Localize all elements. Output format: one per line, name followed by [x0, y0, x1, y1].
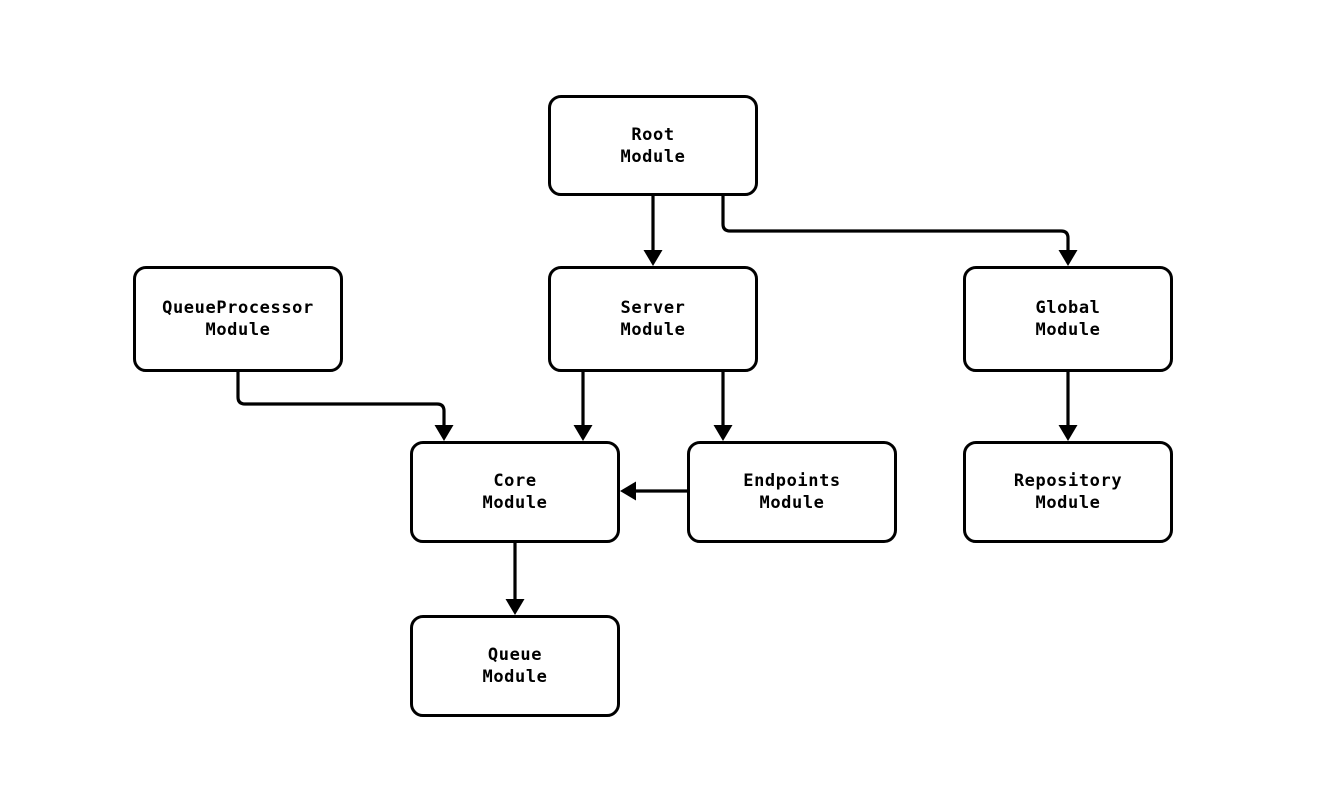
- queue-module-node-label-line2: Module: [482, 667, 548, 687]
- edge-endpoints-to-core-arrowhead: [620, 481, 636, 501]
- edge-server-to-core-arrowhead: [573, 425, 593, 441]
- edge-core-to-queue-arrowhead: [505, 599, 525, 615]
- core-module-node-label-line2: Module: [482, 493, 548, 513]
- root-module-node-label-line2: Module: [620, 146, 686, 167]
- edge-queueprocessor-to-core-arrowhead: [434, 425, 454, 441]
- edge-root-to-server-arrowhead: [643, 250, 663, 266]
- edge-root-to-global: [721, 196, 1070, 256]
- queueprocessor-module-node-label-line2: Module: [205, 320, 271, 340]
- endpoints-module-node-label-line2: Module: [759, 493, 825, 513]
- repository-module-node-label-line2: Module: [1035, 493, 1101, 513]
- global-module-node-label-line1: Global: [1035, 298, 1101, 318]
- server-module-node-label-line1: Server: [620, 298, 686, 318]
- repository-module-node-label-line1: Repository: [1013, 471, 1123, 491]
- global-module-node-label-line2: Module: [1035, 320, 1101, 340]
- edge-queueprocessor-to-core: [236, 372, 446, 431]
- queueprocessor-module-node-label-line1: QueueProcessor: [162, 298, 314, 318]
- root-module-node-label-line1: Root: [631, 124, 675, 145]
- edge-global-to-repository-arrowhead: [1058, 425, 1078, 441]
- edge-server-to-endpoints-arrowhead: [713, 425, 733, 441]
- edge-root-to-global-arrowhead: [1058, 250, 1078, 266]
- server-module-node-label-line2: Module: [620, 320, 686, 340]
- endpoints-module-node-label-line1: Endpoints: [743, 471, 841, 491]
- core-module-node-label-line1: Core: [493, 471, 537, 491]
- queue-module-node-label-line1: Queue: [487, 645, 543, 665]
